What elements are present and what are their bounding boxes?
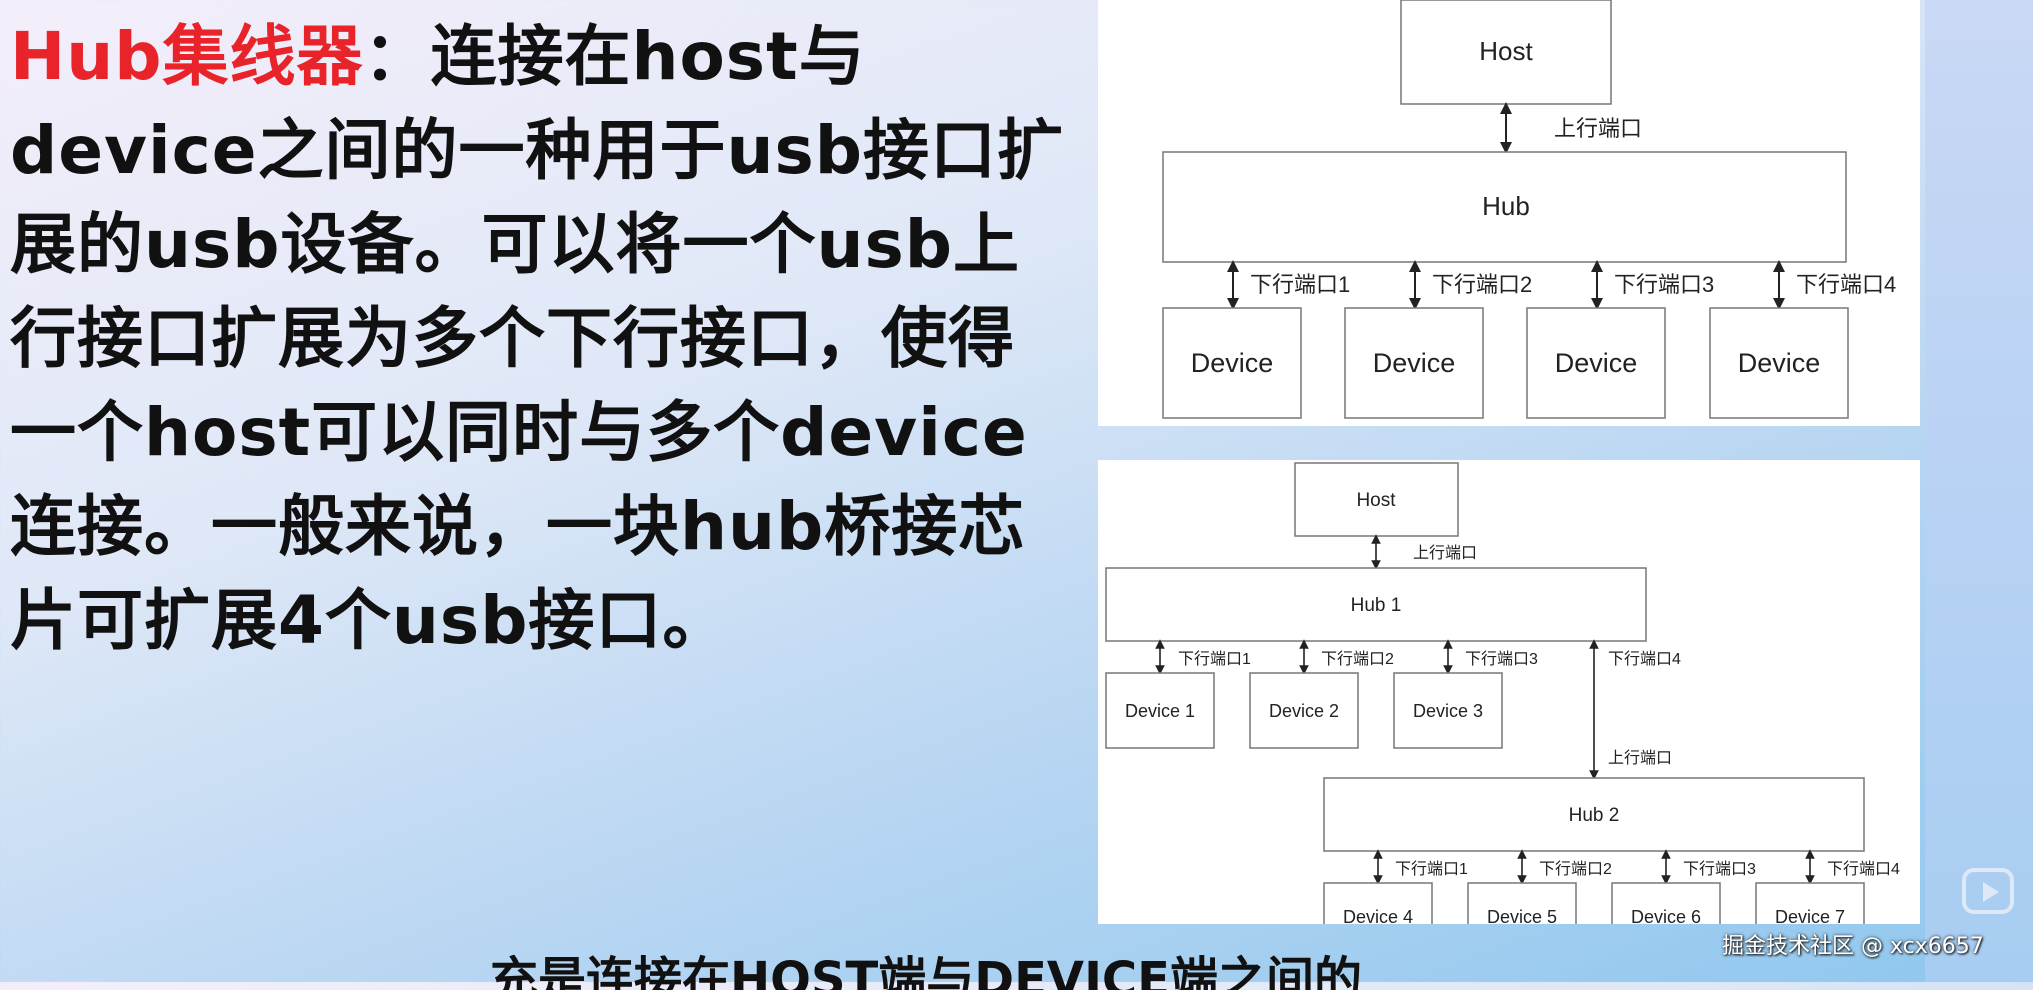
hub2-downlink-label-1: 下行端口1 [1395, 860, 1468, 878]
hub1-box [1105, 567, 1647, 642]
device-box-3 [1526, 307, 1666, 419]
device-3-label: Device 3 [1413, 701, 1483, 721]
device-label-2: Device [1373, 348, 1456, 378]
description-highlight: Hub集线器 [10, 18, 364, 95]
uplink-label: 上行端口 [1554, 116, 1642, 141]
device-box-2 [1344, 307, 1484, 419]
host-label: Host [1356, 490, 1396, 511]
background-glow [1925, 0, 2033, 982]
hub1-downlink-label-3: 下行端口3 [1465, 650, 1538, 668]
device-label-1: Device [1191, 348, 1274, 378]
video-subtitle: 充是连接在HOST端与DEVICE端之间的 [490, 952, 1362, 990]
downlink-label-2: 下行端口2 [1432, 272, 1532, 297]
device-label-3: Device [1555, 348, 1638, 378]
hub-box [1162, 151, 1847, 263]
video-play-icon[interactable] [1962, 868, 2014, 914]
diagram-cascaded-hub-svg: Host 上行端口 Hub 1 下行端口1 下行端口2 下行端口3 下行端口4 … [1105, 462, 1900, 959]
hub1-downlink-label-4: 下行端口4 [1608, 650, 1681, 668]
hub1-downlink-label-1: 下行端口1 [1178, 650, 1251, 668]
device-box-4 [1709, 307, 1849, 419]
device-4-label: Device 4 [1343, 907, 1413, 924]
hub2-uplink-label: 上行端口 [1608, 749, 1672, 767]
device-1-label: Device 1 [1125, 701, 1195, 721]
hub1-label: Hub 1 [1351, 595, 1402, 616]
watermark-caption: 掘金技术社区 @ xcx6657 [1722, 934, 1984, 959]
hub-label: Hub [1482, 191, 1530, 221]
hub1-downlink-label-2: 下行端口2 [1321, 650, 1394, 668]
device-2-label: Device 2 [1269, 701, 1339, 721]
downlink-label-3: 下行端口3 [1614, 272, 1714, 297]
host-box [1400, 0, 1612, 105]
device-6-label: Device 6 [1631, 907, 1701, 924]
hub2-downlink-label-3: 下行端口3 [1683, 860, 1756, 878]
hub2-label: Hub 2 [1569, 805, 1620, 826]
device-2-box [1249, 672, 1359, 749]
device-7-label: Device 7 [1775, 907, 1845, 924]
uplink-label: 上行端口 [1413, 544, 1477, 562]
device-box-1 [1162, 307, 1302, 419]
hub2-downlink-label-4: 下行端口4 [1827, 860, 1900, 878]
description-body: ：连接在host与device之间的一种用于usb接口扩展的usb设备。可以将一… [10, 18, 1065, 659]
device-label-4: Device [1738, 348, 1821, 378]
hub2-box [1323, 777, 1865, 852]
downlink-label-1: 下行端口1 [1250, 272, 1350, 297]
host-label: Host [1479, 36, 1533, 66]
device-5-label: Device 5 [1487, 907, 1557, 924]
host-box [1294, 462, 1459, 537]
hub2-downlink-label-2: 下行端口2 [1539, 860, 1612, 878]
description-text: Hub集线器：连接在host与device之间的一种用于usb接口扩展的usb设… [10, 10, 1070, 668]
diagram-single-hub-svg: Host 上行端口 Hub 下行端口1 下行端口2 下行端口3 下行端口4 De… [1162, 0, 1896, 419]
device-1-box [1105, 672, 1215, 749]
diagram-cascaded-hub: Host 上行端口 Hub 1 下行端口1 下行端口2 下行端口3 下行端口4 … [1098, 460, 1920, 959]
device-3-box [1393, 672, 1503, 749]
downlink-label-4: 下行端口4 [1796, 272, 1896, 297]
diagram-single-hub: Host 上行端口 Hub 下行端口1 下行端口2 下行端口3 下行端口4 De… [1098, 0, 1920, 426]
